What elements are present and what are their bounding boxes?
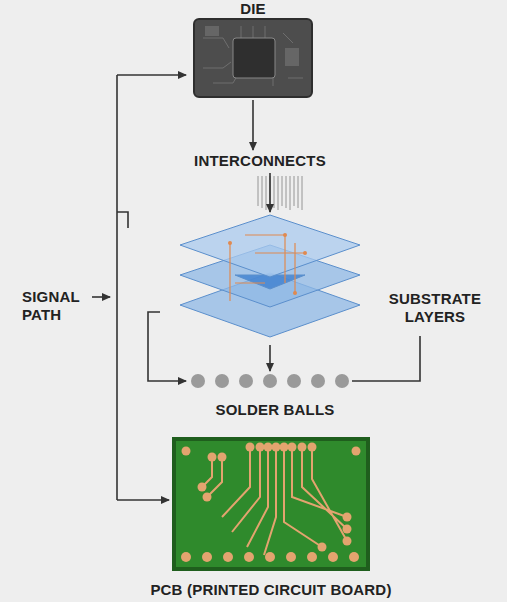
- signal-stub: [117, 212, 128, 228]
- diagram-node: SOLDER BALLS: [185, 372, 365, 420]
- flow-arrow: [269, 345, 271, 371]
- signal-label-arrow: [92, 296, 110, 298]
- substrate-stack: [175, 213, 361, 343]
- node-label: PCB (PRINTED CIRCUIT BOARD): [130, 581, 412, 599]
- diagram-node: SUBSTRATE LAYERS: [175, 213, 493, 343]
- substrate-leader: [352, 336, 420, 381]
- diagram-node: DIE: [193, 0, 313, 98]
- pcb-board: [172, 437, 370, 571]
- diagram-node: INTERCONNECTS: [180, 151, 340, 171]
- node-label: SOLDER BALLS: [165, 401, 385, 419]
- signal-arrow-pcb: [117, 499, 169, 501]
- node-label: SUBSTRATE LAYERS: [380, 290, 490, 326]
- flow-arrow: [252, 100, 254, 150]
- signal-path-bracket: [116, 75, 118, 500]
- signal-arrow-balls: [148, 312, 186, 381]
- die-chip: [193, 18, 313, 98]
- signal-path-label: SIGNAL PATH: [22, 288, 88, 324]
- flow-arrow: [269, 173, 271, 212]
- solder-ball-row: [185, 372, 365, 396]
- diagram-node: PCB (PRINTED CIRCUIT BOARD): [130, 437, 412, 600]
- node-label: INTERCONNECTS: [180, 152, 340, 170]
- node-label: DIE: [193, 0, 313, 18]
- interconnect-wires: [258, 176, 302, 210]
- signal-arrow-die: [117, 74, 186, 76]
